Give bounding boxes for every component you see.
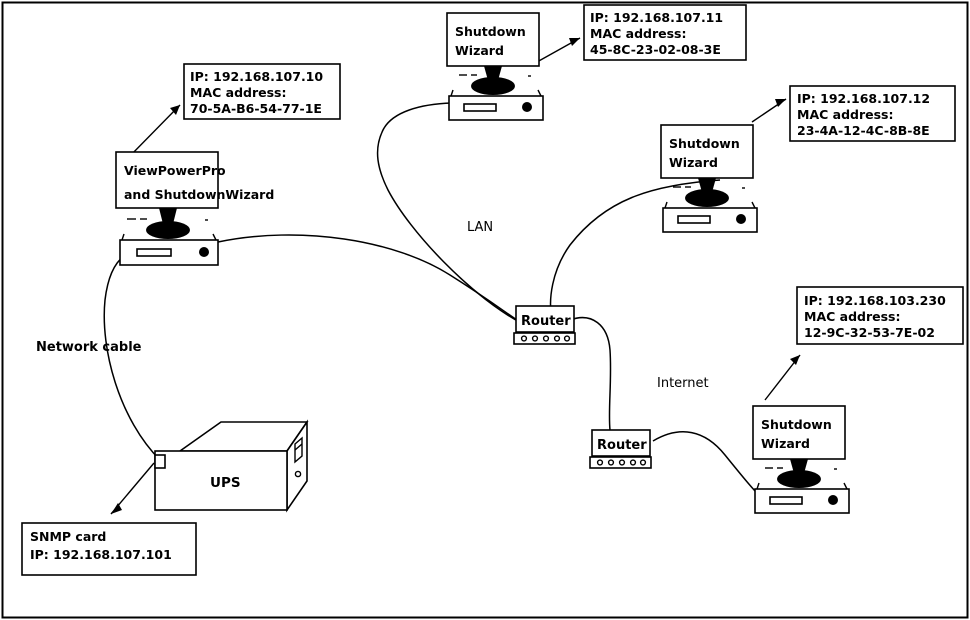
info-mac-label: MAC address: <box>804 309 901 324</box>
monitor-screen <box>660 124 754 179</box>
arrow-viewpowerpro-info <box>127 104 181 159</box>
label-network-cable: Network cable <box>36 340 142 355</box>
info-ip-line: IP: 192.168.107.10 <box>190 69 323 84</box>
computer-shutdown-top[interactable]: Shutdown Wizard <box>446 12 544 121</box>
info-mac-value: 23-4A-12-4C-8B-8E <box>797 123 930 138</box>
wire-ups-to-viewpowerpro <box>103 255 161 461</box>
info-ip-line: IP: 192.168.103.230 <box>804 293 946 308</box>
wire-internet-router-to-computer <box>652 431 764 500</box>
router-internet[interactable]: Router <box>589 429 652 469</box>
label-lan: LAN <box>467 220 493 235</box>
info-box-shutdown-right: IP: 192.168.107.12 MAC address: 23-4A-12… <box>789 85 956 142</box>
computer-shutdown-right[interactable]: Shutdown Wizard <box>660 124 758 233</box>
screen-line-1: Shutdown <box>761 417 832 432</box>
floppy-slot <box>769 496 803 505</box>
router-label: Router <box>597 438 647 453</box>
ups-label: UPS <box>210 475 241 491</box>
router-port-strip <box>513 332 576 345</box>
floppy-slot <box>463 103 497 112</box>
monitor-base <box>777 470 821 488</box>
monitor-screen <box>752 405 846 460</box>
ups-network-port <box>154 454 166 469</box>
monitor-screen <box>115 151 219 209</box>
ups-front-face <box>154 450 288 511</box>
screen-line-1: ViewPowerPro <box>124 163 226 178</box>
arrow-ups-to-snmp <box>110 462 155 515</box>
info-ip-line: IP: 192.168.107.12 <box>797 91 930 106</box>
wire-viewpowerpro-to-router <box>217 234 518 321</box>
info-mac-value: 70-5A-B6-54-77-1E <box>190 101 322 116</box>
router-port-strip <box>589 456 652 469</box>
router-lan[interactable]: Router <box>513 305 576 345</box>
screen-line-2: Wizard <box>455 43 504 58</box>
wire-shutdown-right-to-router <box>549 179 721 319</box>
monitor-base <box>146 221 190 239</box>
ups-device[interactable]: UPS <box>154 419 309 513</box>
snmp-ip: IP: 192.168.107.101 <box>30 547 172 562</box>
info-box-shutdown-internet: IP: 192.168.103.230 MAC address: 12-9C-3… <box>796 286 964 345</box>
router-body <box>591 429 651 457</box>
floppy-slot <box>136 248 172 257</box>
screen-line-2: Wizard <box>669 155 718 170</box>
label-internet: Internet <box>657 376 709 391</box>
power-button-icon <box>828 495 838 505</box>
info-mac-label: MAC address: <box>190 85 287 100</box>
arrow-shutdown-right-info <box>751 98 787 123</box>
power-button-icon <box>199 247 209 257</box>
wire-router-to-router <box>569 316 612 431</box>
snmp-title: SNMP card <box>30 529 106 544</box>
info-mac-value: 45-8C-23-02-08-3E <box>590 42 721 57</box>
computer-shutdown-internet[interactable]: Shutdown Wizard <box>752 405 850 514</box>
computer-viewpowerpro[interactable]: ViewPowerPro and ShutdownWizard <box>115 151 274 266</box>
info-mac-value: 12-9C-32-53-7E-02 <box>804 325 935 340</box>
router-label: Router <box>521 314 571 329</box>
floppy-slot <box>677 215 711 224</box>
info-mac-label: MAC address: <box>797 107 894 122</box>
screen-line-2: and ShutdownWizard <box>124 187 274 202</box>
arrow-shutdown-top-info <box>536 37 581 63</box>
router-body <box>515 305 575 333</box>
arrow-shutdown-internet-info <box>764 354 801 401</box>
power-button-icon <box>522 102 532 112</box>
screen-line-1: Shutdown <box>669 136 740 151</box>
screen-line-2: Wizard <box>761 436 810 451</box>
info-mac-label: MAC address: <box>590 26 687 41</box>
power-button-icon <box>736 214 746 224</box>
snmp-card-box: SNMP card IP: 192.168.107.101 <box>21 522 197 576</box>
monitor-base <box>685 189 729 207</box>
info-ip-line: IP: 192.168.107.11 <box>590 10 723 25</box>
monitor-screen <box>446 12 540 67</box>
info-box-shutdown-top: IP: 192.168.107.11 MAC address: 45-8C-23… <box>583 4 747 61</box>
screen-line-1: Shutdown <box>455 24 526 39</box>
wire-shutdown-top-to-router <box>376 102 522 324</box>
monitor-base <box>471 77 515 95</box>
info-box-viewpowerpro: IP: 192.168.107.10 MAC address: 70-5A-B6… <box>183 63 341 120</box>
